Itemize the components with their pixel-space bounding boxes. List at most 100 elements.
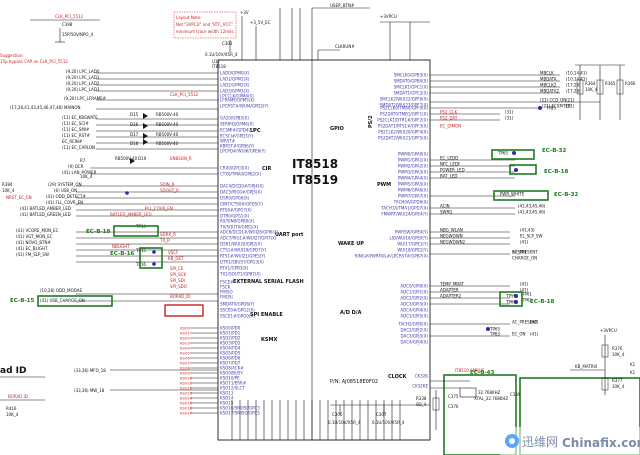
cap-c339: C339: [510, 392, 521, 397]
right-net-label: EC_ON: [512, 332, 525, 337]
red-spi-ce: SPI_CE: [170, 266, 184, 271]
red-ps-pull: PLL_COVR_EN: [145, 206, 173, 211]
chip-right-pin: SMDAT0/GPB4(X): [394, 79, 429, 84]
right-net-label: NBG_WLAN: [440, 228, 463, 233]
chip-right-pin: SMDAT2/WUI23/GPF7(X): [380, 103, 429, 108]
chip-right-pin: ADC1/GPI1(X): [400, 290, 428, 295]
crystal-freq: 32.768KHZ: [478, 390, 501, 395]
right-net-label: MBCLK2: [540, 83, 557, 88]
layout-note-1: Layout Note:: [176, 15, 202, 20]
left-net-label: (11) EC_KBSWATE: [62, 115, 98, 120]
right-net-label: (21) ECXMTER: [542, 104, 571, 109]
chip-left-pin: FMOSI: [220, 295, 233, 300]
chip-right-pin: PWM5/GPA5(X): [398, 182, 429, 187]
red-sd-out: SDOUT_R: [160, 188, 179, 193]
red-batled: BATLED_AMBER_LED: [110, 212, 152, 217]
right-net-label: NFC_LEDF: [440, 162, 461, 167]
right-net-label: MBDATA2: [540, 89, 560, 94]
chip-left-pins: LAD0/GPM0(X)LAD1/GPM1(X)LAD2/GPM2(X)LAD3…: [219, 71, 279, 416]
resistor-r384: R384: [2, 182, 13, 187]
chip-left-pin: KSO7/PD7: [220, 361, 241, 366]
callout-box-ec-b18-c: [113, 225, 159, 237]
pullup-val: 10K_4: [585, 87, 598, 92]
chip-right-pin: SMCLK0/GPB3(X): [394, 73, 429, 78]
chip-left-pin: KSO8/ACK#: [220, 366, 244, 371]
callout-ec-b15: EC-B-15: [10, 298, 35, 304]
rb-r376-val: 10K_4: [612, 352, 625, 357]
chip-left-pin: TX/SOUT0/GPB1(X): [219, 225, 259, 230]
chip-right-pin: DAC3/GPJ3(X): [401, 334, 429, 339]
kso-tag: KSO8: [180, 367, 190, 371]
bottom-mfo: (33,36) MFO_18: [74, 368, 106, 373]
chip-left-pin: DAC5/RIG0#/GPJ5(X): [220, 190, 262, 195]
top-cap-val: 0.1U/10V/X5R_4: [205, 52, 238, 57]
kso-tag: KSO3: [180, 342, 190, 346]
diode-part-1: RB500V-40: [156, 112, 179, 117]
left-net-label: (11) EC_CAPLON: [62, 145, 95, 150]
cap-c306-val: 0.1U/10V/X5R_4: [328, 420, 361, 425]
callout-ec-b18-b: EC-B-18: [530, 299, 555, 305]
left-net-label: (41) VGT_MON_EC: [16, 234, 53, 239]
chip-left-pin: LPCPD#/WUI6/GPE6(Y): [220, 149, 266, 154]
red-ksb-en: ENBSON_R: [170, 156, 192, 161]
right-net-ref: (41): [530, 332, 539, 337]
chip-left-pin: KSO11/ERR#: [220, 381, 247, 386]
left-net-label: (9,20) LPC_LAD0: [66, 69, 100, 74]
kso-tag: KSO11: [180, 382, 192, 386]
left-net-label: (41) USB_CHARGE_ON: [40, 298, 85, 303]
chip-right-pin: DAC4/GPJ4(X): [401, 340, 429, 345]
top-user-btn: USER_BTN#: [330, 3, 355, 8]
right-net-ref: (41,43,45,46): [518, 204, 546, 209]
right-net-label: MBCLK: [540, 71, 554, 76]
chip-left-pin: DSR1/WUI20/GPJ2(X): [220, 242, 262, 247]
res-r338-val: 0Ω_4: [416, 402, 427, 407]
callout-ec-b32-b: EC-B-32: [554, 192, 579, 198]
kso-tag: KSO4: [180, 347, 190, 351]
section-ext-flash: EXTERNAL SERIAL FLASH: [233, 279, 304, 285]
section-wake: WAKE UP: [338, 241, 364, 247]
chip-right-pin: PWM3/GPA3(X): [398, 170, 429, 175]
right-net-label: SUSON: [512, 250, 526, 255]
chip-left-pin: LAD3/GPM3(X): [220, 89, 250, 94]
rb-r376: R376: [612, 346, 623, 351]
chip-left-pin: LFRAME/GPM5(X): [220, 98, 255, 103]
kso-tag: KSO13: [180, 392, 192, 396]
chip-left-pin: KSO10/PE: [220, 376, 240, 381]
right-net-label: NEGWOWN: [440, 234, 463, 239]
watermark-cn: 迅维网: [522, 435, 558, 449]
chip-right-pin: CK32K: [415, 374, 429, 379]
kso-tag: KSO15: [180, 402, 192, 406]
chip-right-pin: PS2DAT0/TMB1/GPF1(X): [380, 112, 428, 117]
top-3v-ec: +3_5V_EC: [250, 20, 271, 25]
top-cap: C303: [222, 41, 233, 46]
chip-right-pin: PS2DAT1/RTS1#/GPF3(X): [378, 124, 429, 129]
section-ad-da: A/D D/A: [340, 310, 362, 316]
board-id-r416: R416: [6, 406, 17, 411]
chip-left-pin: DAC4/DCD0#/GPJ4(X): [220, 184, 264, 189]
left-net-label: (9,20) LPC_LFRAME#: [64, 96, 107, 101]
section-clock: CLOCK: [388, 374, 408, 380]
left-net-label: (9,20) LPC_LAD2: [66, 81, 100, 86]
board-id-r416-val: 10K_4: [6, 412, 19, 417]
callout-box-ec-b32-b: [493, 190, 549, 201]
left-net-label: (41) ODD_DETECT#: [46, 194, 87, 199]
callout-box-ec-b18-a: [509, 164, 537, 175]
chip-left-pin: KSO14: [220, 396, 234, 401]
chip-right-pin: DAC2/GPJ2(X): [401, 328, 429, 333]
chip-part: IT8518: [212, 64, 226, 69]
top-clkrun: CLKRUN#: [335, 44, 355, 49]
watermark-en: Chinafix.com: [562, 436, 640, 450]
kso-tag: KSO12: [180, 387, 192, 391]
chip-right-pin: PWM1/GPA1(X): [398, 158, 429, 163]
diode-d15: D15: [130, 112, 139, 117]
chip-left-pin: KSO1/PD1: [220, 331, 241, 336]
top-3v: +3V: [240, 10, 249, 15]
chip-right-pin: PWM0/GPA0(X): [398, 152, 429, 157]
board-id-title: ad ID: [0, 366, 26, 376]
right-net-label: EL_SLP_SW: [520, 234, 542, 239]
cap-c376: C376: [448, 404, 459, 409]
right-net-label: TP59: [505, 294, 516, 299]
chip-right-pins: SMCLK0/GPB3(X)SMDAT0/GPB4(X)SMCLK1/GPC1(…: [355, 73, 429, 389]
watermark: 迅维网 Chinafix.com: [500, 427, 640, 455]
right-net-label: EC_DIMON: [440, 124, 461, 129]
